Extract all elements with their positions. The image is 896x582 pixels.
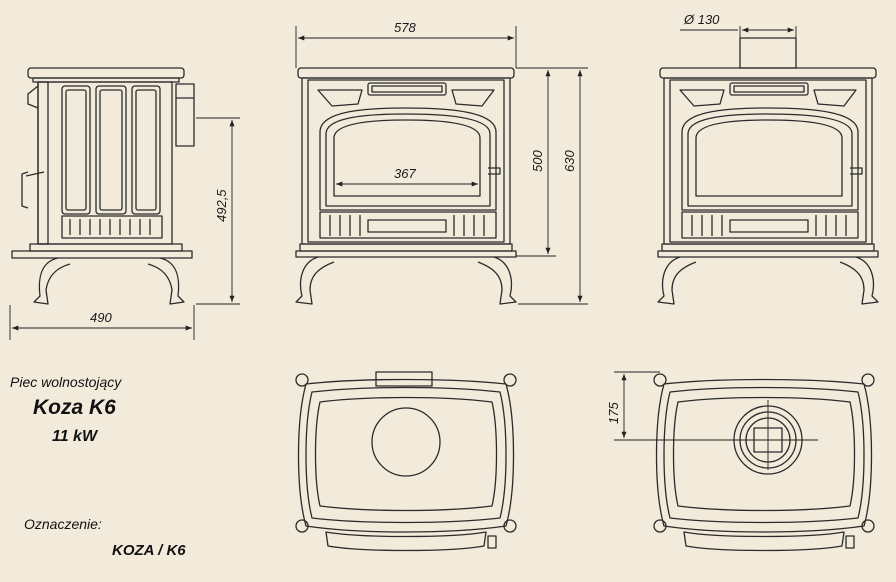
dim-flue-offset: 175: [606, 402, 621, 424]
dim-height-total: 630: [562, 150, 577, 172]
designation-label: Oznaczenie:: [24, 516, 102, 532]
dim-side-height: 492,5: [214, 189, 229, 222]
stove-power: 11 kW: [52, 428, 98, 445]
top-view-plain: [295, 371, 517, 552]
dim-height-body: 500: [530, 150, 545, 172]
dim-door-width: 367: [394, 166, 416, 181]
top-view-flue: [653, 373, 875, 552]
dim-flue-diameter: Ø 130: [683, 12, 720, 27]
stove-model-title: Koza K6: [33, 396, 116, 419]
stove-type-caption: Piec wolnostojący: [10, 374, 122, 390]
side-view: [11, 67, 195, 305]
dim-side-depth: 490: [90, 310, 112, 325]
front-view: [295, 67, 517, 305]
rear-view: [657, 37, 879, 305]
designation-value: KOZA / K6: [112, 542, 186, 559]
dim-front-width: 578: [394, 20, 416, 35]
